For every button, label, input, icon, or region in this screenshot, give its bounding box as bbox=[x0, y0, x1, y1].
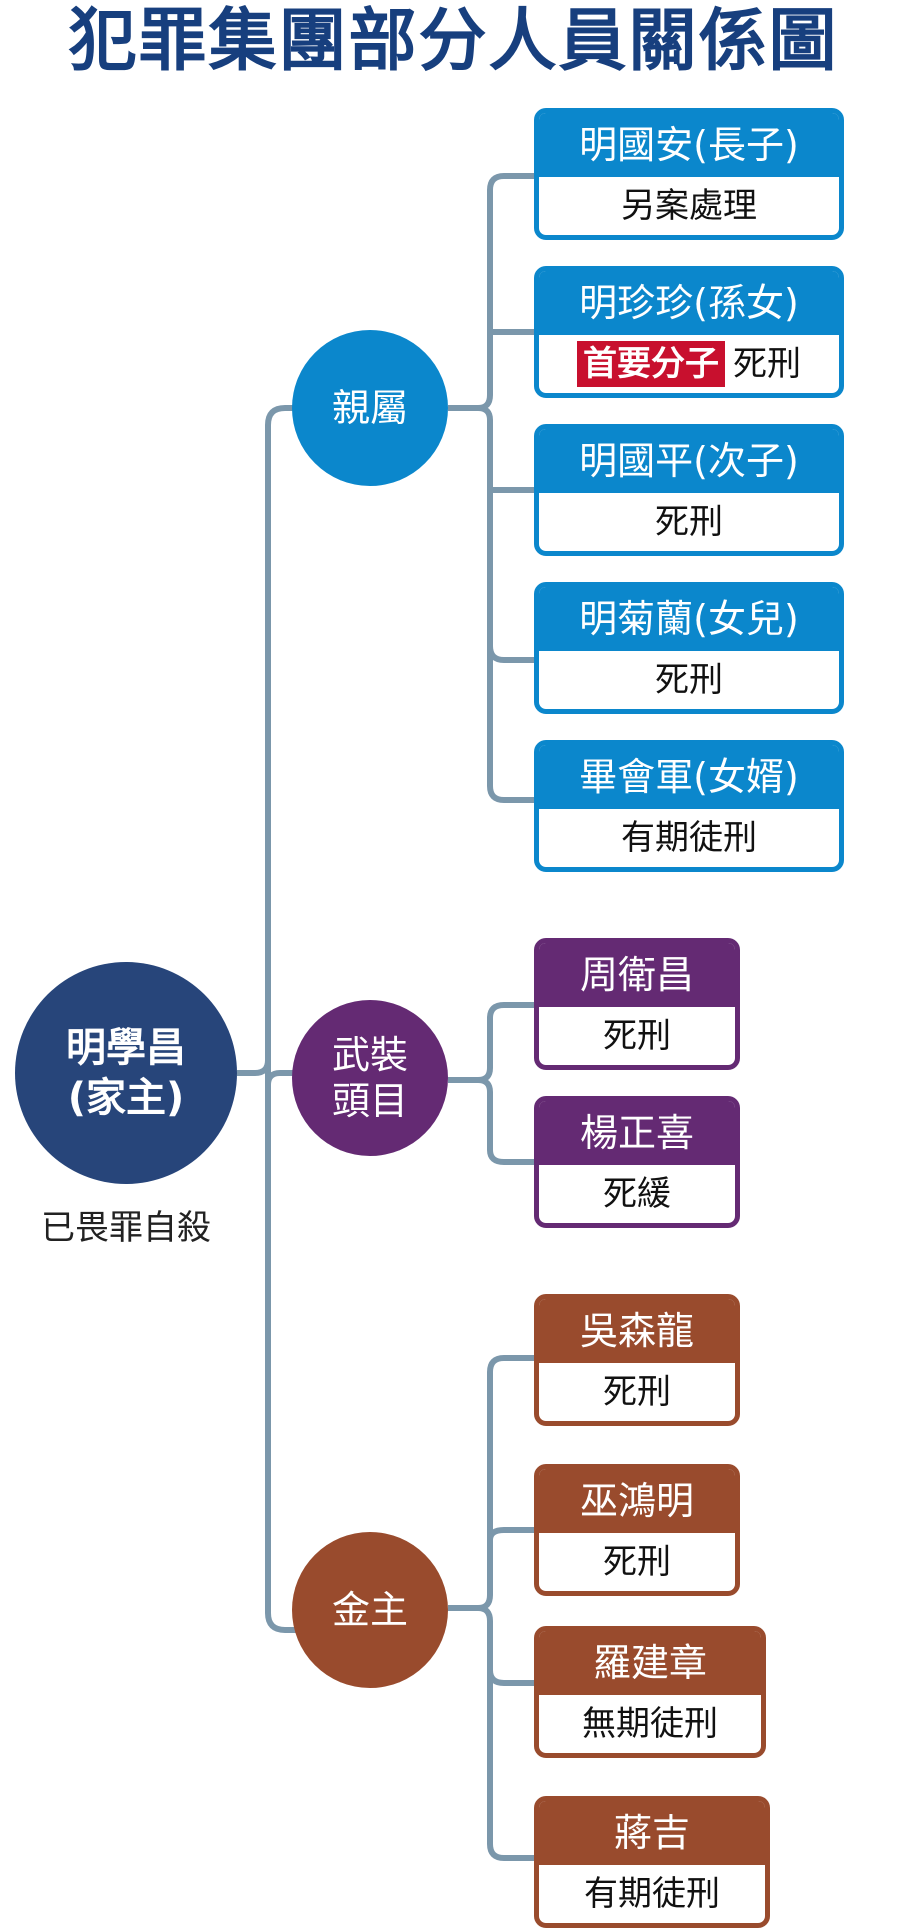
member-name: 明國平(次子) bbox=[539, 429, 839, 493]
category-label: 金主 bbox=[331, 1588, 408, 1632]
member-sentence: 死緩 bbox=[603, 1174, 671, 1214]
member-card: 明國安(長子) 另案處理 bbox=[534, 108, 844, 240]
root-node: 明學昌 (家主) bbox=[15, 962, 237, 1184]
connector-trunk bbox=[265, 405, 296, 1633]
category-label-line2: 頭目 bbox=[331, 1079, 408, 1123]
member-name: 明國安(長子) bbox=[539, 113, 839, 177]
member-card: 明菊蘭(女兒) 死刑 bbox=[534, 582, 844, 714]
member-name: 明珍珍(孫女) bbox=[539, 271, 839, 335]
member-card: 羅建章 無期徒刑 bbox=[534, 1626, 766, 1758]
diagram-title: 犯罪集團部分人員關係圖 bbox=[68, 2, 839, 81]
connector-relatives bbox=[448, 173, 536, 803]
category-financiers: 金主 bbox=[292, 1532, 448, 1688]
member-name: 畢會軍(女婿) bbox=[539, 745, 839, 809]
member-name: 楊正喜 bbox=[539, 1101, 735, 1165]
member-sentence-row: 首要分子死刑 bbox=[539, 335, 839, 393]
member-sentence: 死刑 bbox=[655, 502, 723, 542]
member-sentence: 死刑 bbox=[603, 1016, 671, 1056]
member-name: 蔣吉 bbox=[539, 1801, 765, 1865]
category-relatives: 親屬 bbox=[292, 330, 448, 486]
member-name: 吳森龍 bbox=[539, 1299, 735, 1363]
member-sentence: 死刑 bbox=[733, 344, 801, 384]
category-label: 親屬 bbox=[331, 386, 408, 430]
member-card: 明珍珍(孫女) 首要分子死刑 bbox=[534, 266, 844, 398]
member-name: 羅建章 bbox=[539, 1631, 761, 1695]
member-sentence: 有期徒刑 bbox=[621, 818, 757, 858]
connector-armed bbox=[448, 1002, 536, 1165]
category-armed-leaders: 武裝 頭目 bbox=[292, 1000, 448, 1156]
root-role: (家主) bbox=[67, 1075, 185, 1121]
member-sentence: 無期徒刑 bbox=[582, 1704, 718, 1744]
member-card: 蔣吉 有期徒刑 bbox=[534, 1796, 770, 1928]
root-name: 明學昌 bbox=[66, 1025, 186, 1071]
member-card: 吳森龍 死刑 bbox=[534, 1294, 740, 1426]
member-sentence: 死刑 bbox=[603, 1542, 671, 1582]
member-card: 明國平(次子) 死刑 bbox=[534, 424, 844, 556]
member-card: 周衛昌 死刑 bbox=[534, 938, 740, 1070]
member-sentence: 死刑 bbox=[603, 1372, 671, 1412]
root-note: 已畏罪自殺 bbox=[41, 1208, 211, 1248]
connector-root bbox=[237, 1059, 271, 1076]
member-name: 周衛昌 bbox=[539, 943, 735, 1007]
member-name: 明菊蘭(女兒) bbox=[539, 587, 839, 651]
member-card: 巫鴻明 死刑 bbox=[534, 1464, 740, 1596]
category-label-line1: 武裝 bbox=[331, 1033, 408, 1077]
connector-financiers bbox=[448, 1355, 536, 1861]
member-sentence: 死刑 bbox=[655, 660, 723, 700]
member-sentence: 另案處理 bbox=[621, 186, 757, 226]
member-card: 楊正喜 死緩 bbox=[534, 1096, 740, 1228]
ringleader-badge: 首要分子 bbox=[577, 341, 725, 387]
member-card: 畢會軍(女婿) 有期徒刑 bbox=[534, 740, 844, 872]
member-name: 巫鴻明 bbox=[539, 1469, 735, 1533]
member-sentence: 有期徒刑 bbox=[584, 1874, 720, 1914]
